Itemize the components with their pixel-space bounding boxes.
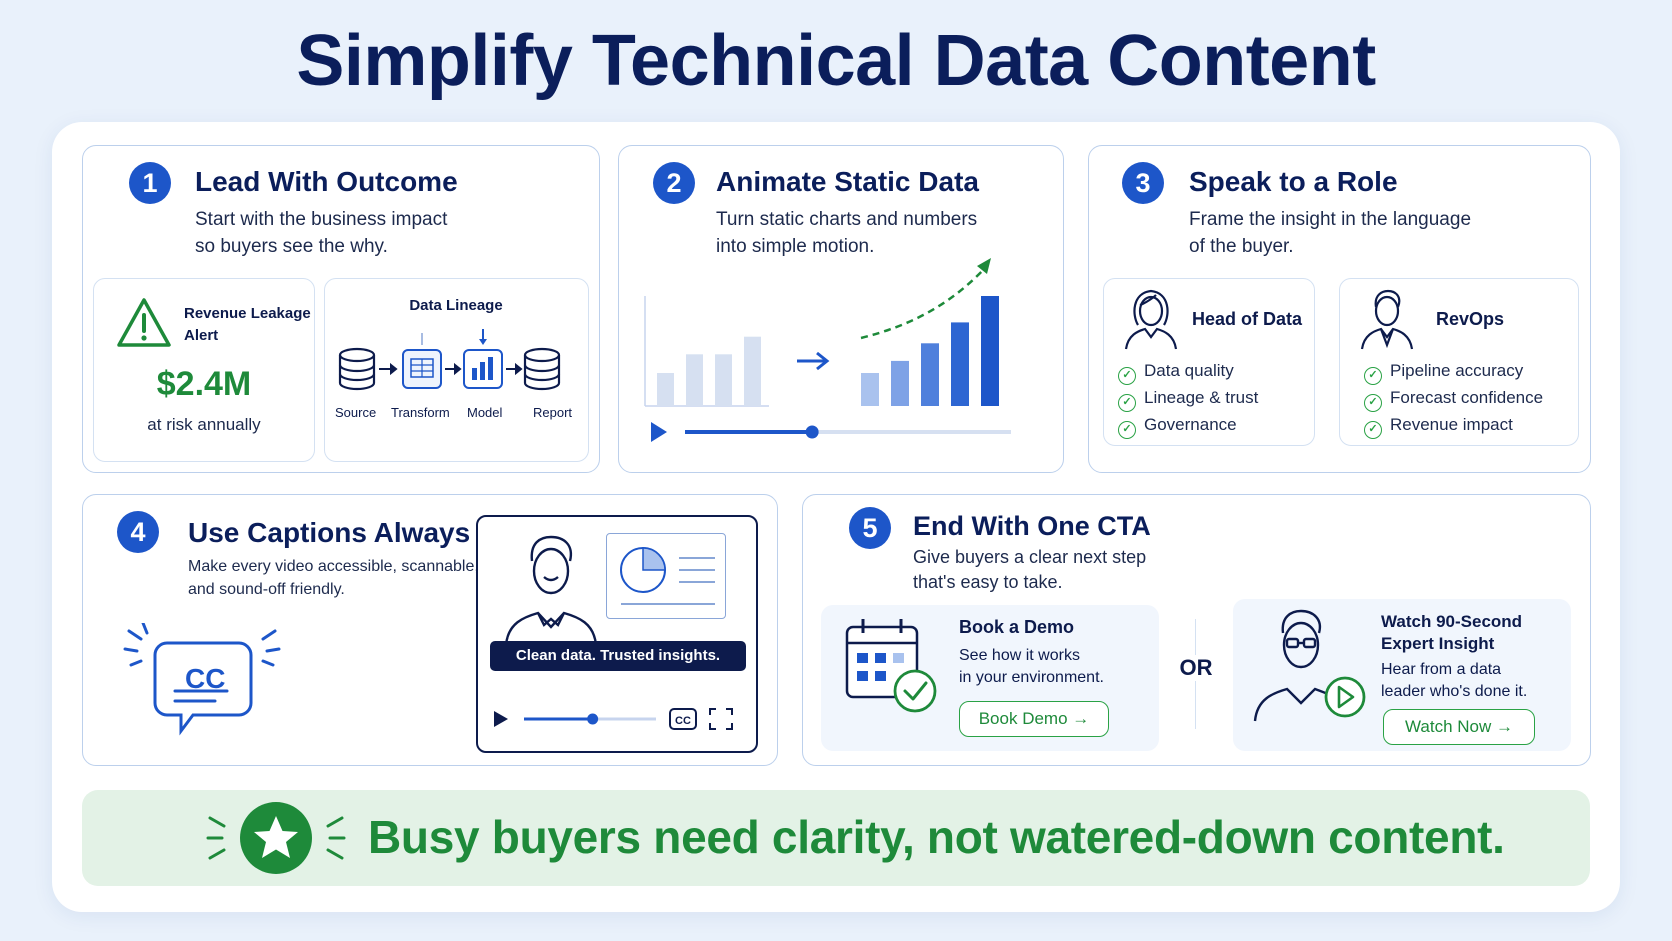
card-title: Lead With Outcome <box>195 166 458 197</box>
slide-thumbnail <box>606 533 726 619</box>
animated-bar <box>891 360 909 406</box>
card-end-with-one-cta: 5 End With One CTA Give buyers a clear n… <box>802 494 1591 766</box>
check-icon: ✓ <box>1118 421 1136 439</box>
data-lineage-panel: Data Lineage Source Transform Model Repo… <box>324 278 589 462</box>
trend-line <box>860 267 986 340</box>
database-icon <box>338 347 376 391</box>
progress-knob[interactable] <box>805 425 819 439</box>
takeaway-text: Busy buyers need clarity, not watered-do… <box>368 811 1505 863</box>
cta-title: Book a Demo <box>959 617 1075 637</box>
animated-bar <box>981 296 999 406</box>
book-demo-button[interactable]: Book Demo → <box>959 701 1109 737</box>
video-player: Clean data. Trusted insights. CC <box>476 515 758 753</box>
lineage-step: Report <box>533 405 573 420</box>
card-subtitle: Make every video accessible, scannable,a… <box>188 558 479 598</box>
role-card-head-of-data: Head of Data ✓Data quality ✓Lineage & tr… <box>1103 278 1315 446</box>
check-icon: ✓ <box>1118 394 1136 412</box>
static-bar <box>686 354 703 406</box>
role-item: ✓Lineage & trust <box>1118 388 1258 412</box>
lineage-flow <box>338 329 561 391</box>
caption-overlay: Clean data. Trusted insights. <box>490 641 746 671</box>
progress-knob[interactable] <box>587 713 599 725</box>
check-icon: ✓ <box>1118 367 1136 385</box>
lineage-step: Source <box>335 405 377 420</box>
card-animate-static-data: 2 Animate Static Data Turn static charts… <box>618 145 1064 473</box>
static-bar <box>715 354 732 406</box>
lineage-step: Transform <box>391 405 450 420</box>
watch-now-button[interactable]: Watch Now → <box>1383 709 1535 745</box>
card-title: Animate Static Data <box>716 166 979 197</box>
arrow-right-icon: → <box>1072 709 1090 728</box>
calendar-check-icon <box>845 619 937 713</box>
role-name: Head of Data <box>1192 309 1303 329</box>
animated-bar <box>861 373 879 406</box>
closed-captions-icon <box>123 623 281 736</box>
card-lead-with-outcome: 1 Lead With Outcome Start with the busin… <box>82 145 600 473</box>
animated-bar <box>951 322 969 406</box>
man-avatar-icon <box>1360 289 1414 350</box>
fullscreen-icon[interactable] <box>709 708 733 730</box>
card-title: Speak to a Role <box>1189 166 1398 197</box>
takeaway-banner: Busy buyers need clarity, not watered-do… <box>82 790 1590 886</box>
cc-label: CC <box>185 663 226 694</box>
role-item: ✓Revenue impact <box>1364 415 1513 439</box>
check-icon: ✓ <box>1364 394 1382 412</box>
role-item: ✓Governance <box>1118 415 1237 439</box>
video-controls[interactable]: CC <box>478 699 756 739</box>
step-number-1: 1 <box>129 162 171 204</box>
arrow-right-icon: → <box>1496 717 1513 736</box>
check-icon: ✓ <box>1364 421 1382 439</box>
role-item: ✓Forecast confidence <box>1364 388 1543 412</box>
play-icon[interactable] <box>494 711 508 727</box>
presenter-avatar-icon <box>504 535 598 646</box>
role-item: ✓Data quality <box>1118 361 1234 385</box>
warning-icon <box>117 298 171 347</box>
expert-video-icon <box>1253 609 1366 722</box>
or-label: OR <box>1177 655 1215 681</box>
arrow-icon <box>379 362 398 376</box>
card-use-captions-always: 4 Use Captions Always Make every video a… <box>82 494 778 766</box>
alert-value: $2.4M <box>156 365 252 403</box>
static-to-animated-chart <box>644 258 1011 442</box>
step-number-3: 3 <box>1122 162 1164 204</box>
database-icon <box>523 347 561 391</box>
check-icon: ✓ <box>1364 367 1382 385</box>
play-icon[interactable] <box>651 422 667 442</box>
woman-avatar-icon <box>1124 289 1178 350</box>
arrow-right-icon <box>797 351 830 371</box>
step-number-4: 4 <box>117 511 159 553</box>
card-title: Use Captions Always <box>188 517 471 548</box>
lineage-title: Data Lineage <box>409 297 503 314</box>
lineage-step: Model <box>467 405 503 420</box>
pie-chart-icon <box>620 547 715 605</box>
step-number-5: 5 <box>849 507 891 549</box>
star-icon <box>206 802 346 874</box>
card-title: End With One CTA <box>913 511 1151 541</box>
alert-caption: at risk annually <box>147 415 261 434</box>
card-speak-to-a-role: 3 Speak to a Role Frame the insight in t… <box>1088 145 1591 473</box>
animated-bar <box>921 343 939 406</box>
page-title: Simplify Technical Data Content <box>296 21 1376 101</box>
static-bar <box>657 373 674 406</box>
step-number-2: 2 <box>653 162 695 204</box>
role-name: RevOps <box>1436 309 1505 329</box>
cc-toggle-icon[interactable]: CC <box>669 708 697 730</box>
role-item: ✓Pipeline accuracy <box>1364 361 1523 385</box>
trend-arrow <box>977 258 991 274</box>
cc-toggle-label: CC <box>675 715 691 727</box>
role-card-revops: RevOps ✓Pipeline accuracy ✓Forecast conf… <box>1339 278 1579 446</box>
static-bar <box>744 336 761 406</box>
